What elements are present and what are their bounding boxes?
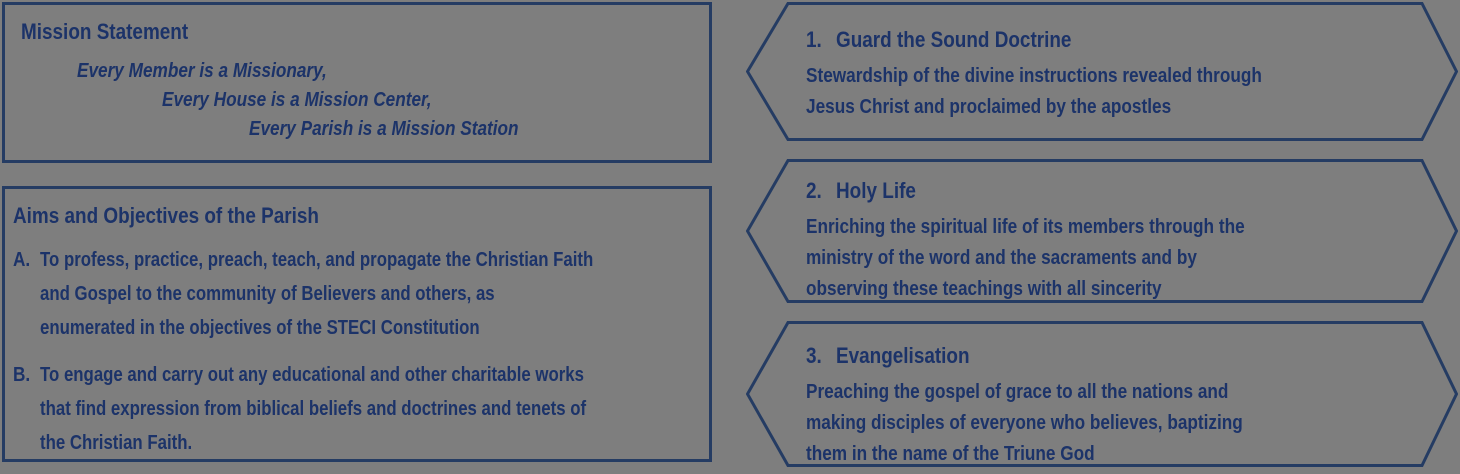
- hexagon-number: 1.: [806, 27, 822, 52]
- aims-objectives-box: Aims and Objectives of the Parish A. To …: [2, 186, 712, 462]
- hexagon-body-line: observing these teachings with all since…: [806, 278, 1162, 300]
- item-marker: A.: [13, 249, 31, 271]
- mission-title: Mission Statement: [21, 19, 189, 44]
- hexagon-outline: [746, 2, 1458, 141]
- hexagon-body-line: ministry of the word and the sacraments …: [806, 247, 1197, 269]
- hexagon-body-line: them in the name of the Triune God: [806, 443, 1095, 465]
- hexagon-content: 3. Evangelisation Preaching the gospel of…: [746, 321, 1458, 470]
- hexagon-outline: [746, 321, 1458, 467]
- item-line: that find expression from biblical belie…: [40, 398, 587, 420]
- mission-statement-box: Mission Statement Every Member is a Miss…: [2, 2, 712, 163]
- aims-items: A. To profess, practice, preach, teach, …: [13, 243, 701, 460]
- hexagon-body-line: Enriching the spiritual life of its memb…: [806, 216, 1245, 238]
- hexagon-title: Guard the Sound Doctrine: [836, 27, 1072, 52]
- hexagon-evangelisation: 3. Evangelisation Preaching the gospel of…: [746, 321, 1458, 467]
- item-line: To engage and carry out any educational …: [40, 364, 584, 386]
- item-text: To profess, practice, preach, teach, and…: [40, 243, 701, 345]
- mission-line: Every House is a Mission Center,: [162, 89, 432, 111]
- hexagon-number: 3.: [806, 343, 822, 368]
- hexagon-content: 2. Holy Life Enriching the spiritual life…: [746, 159, 1458, 305]
- hexagon-title: Evangelisation: [836, 343, 970, 368]
- aims-item-b: B. To engage and carry out any education…: [13, 358, 701, 460]
- mission-line: Every Member is a Missionary,: [77, 60, 327, 82]
- mission-line: Every Parish is a Mission Station: [249, 118, 519, 140]
- hexagon-title-row: 1. Guard the Sound Doctrine: [806, 27, 1458, 53]
- hexagon-content: 1. Guard the Sound Doctrine Stewardship o…: [746, 2, 1458, 123]
- hexagon-holy-life: 2. Holy Life Enriching the spiritual life…: [746, 159, 1458, 303]
- aims-item-a: A. To profess, practice, preach, teach, …: [13, 243, 701, 345]
- item-line: To profess, practice, preach, teach, and…: [40, 249, 594, 271]
- hexagon-title-row: 3. Evangelisation: [806, 343, 1458, 369]
- item-line: enumerated in the objectives of the STEC…: [40, 317, 480, 339]
- hexagon-body-line: Preaching the gospel of grace to all the…: [806, 381, 1229, 403]
- aims-title: Aims and Objectives of the Parish: [13, 203, 319, 228]
- item-text: To engage and carry out any educational …: [40, 358, 701, 460]
- hexagon-body-line: Jesus Christ and proclaimed by the apost…: [806, 96, 1172, 118]
- item-line: the Christian Faith.: [40, 432, 193, 454]
- hexagon-title-row: 2. Holy Life: [806, 178, 1458, 204]
- hexagon-body-line: making disciples of everyone who believe…: [806, 412, 1243, 434]
- hexagon-title: Holy Life: [836, 178, 916, 203]
- item-line: and Gospel to the community of Believers…: [40, 283, 495, 305]
- hexagon-guard-doctrine: 1. Guard the Sound Doctrine Stewardship o…: [746, 2, 1458, 141]
- mission-lines: Every Member is a Missionary, Every Hous…: [21, 57, 699, 144]
- item-marker: B.: [13, 364, 31, 386]
- hexagon-outline: [746, 159, 1458, 303]
- hexagon-body-line: Stewardship of the divine instructions r…: [806, 65, 1262, 87]
- hexagon-number: 2.: [806, 178, 822, 203]
